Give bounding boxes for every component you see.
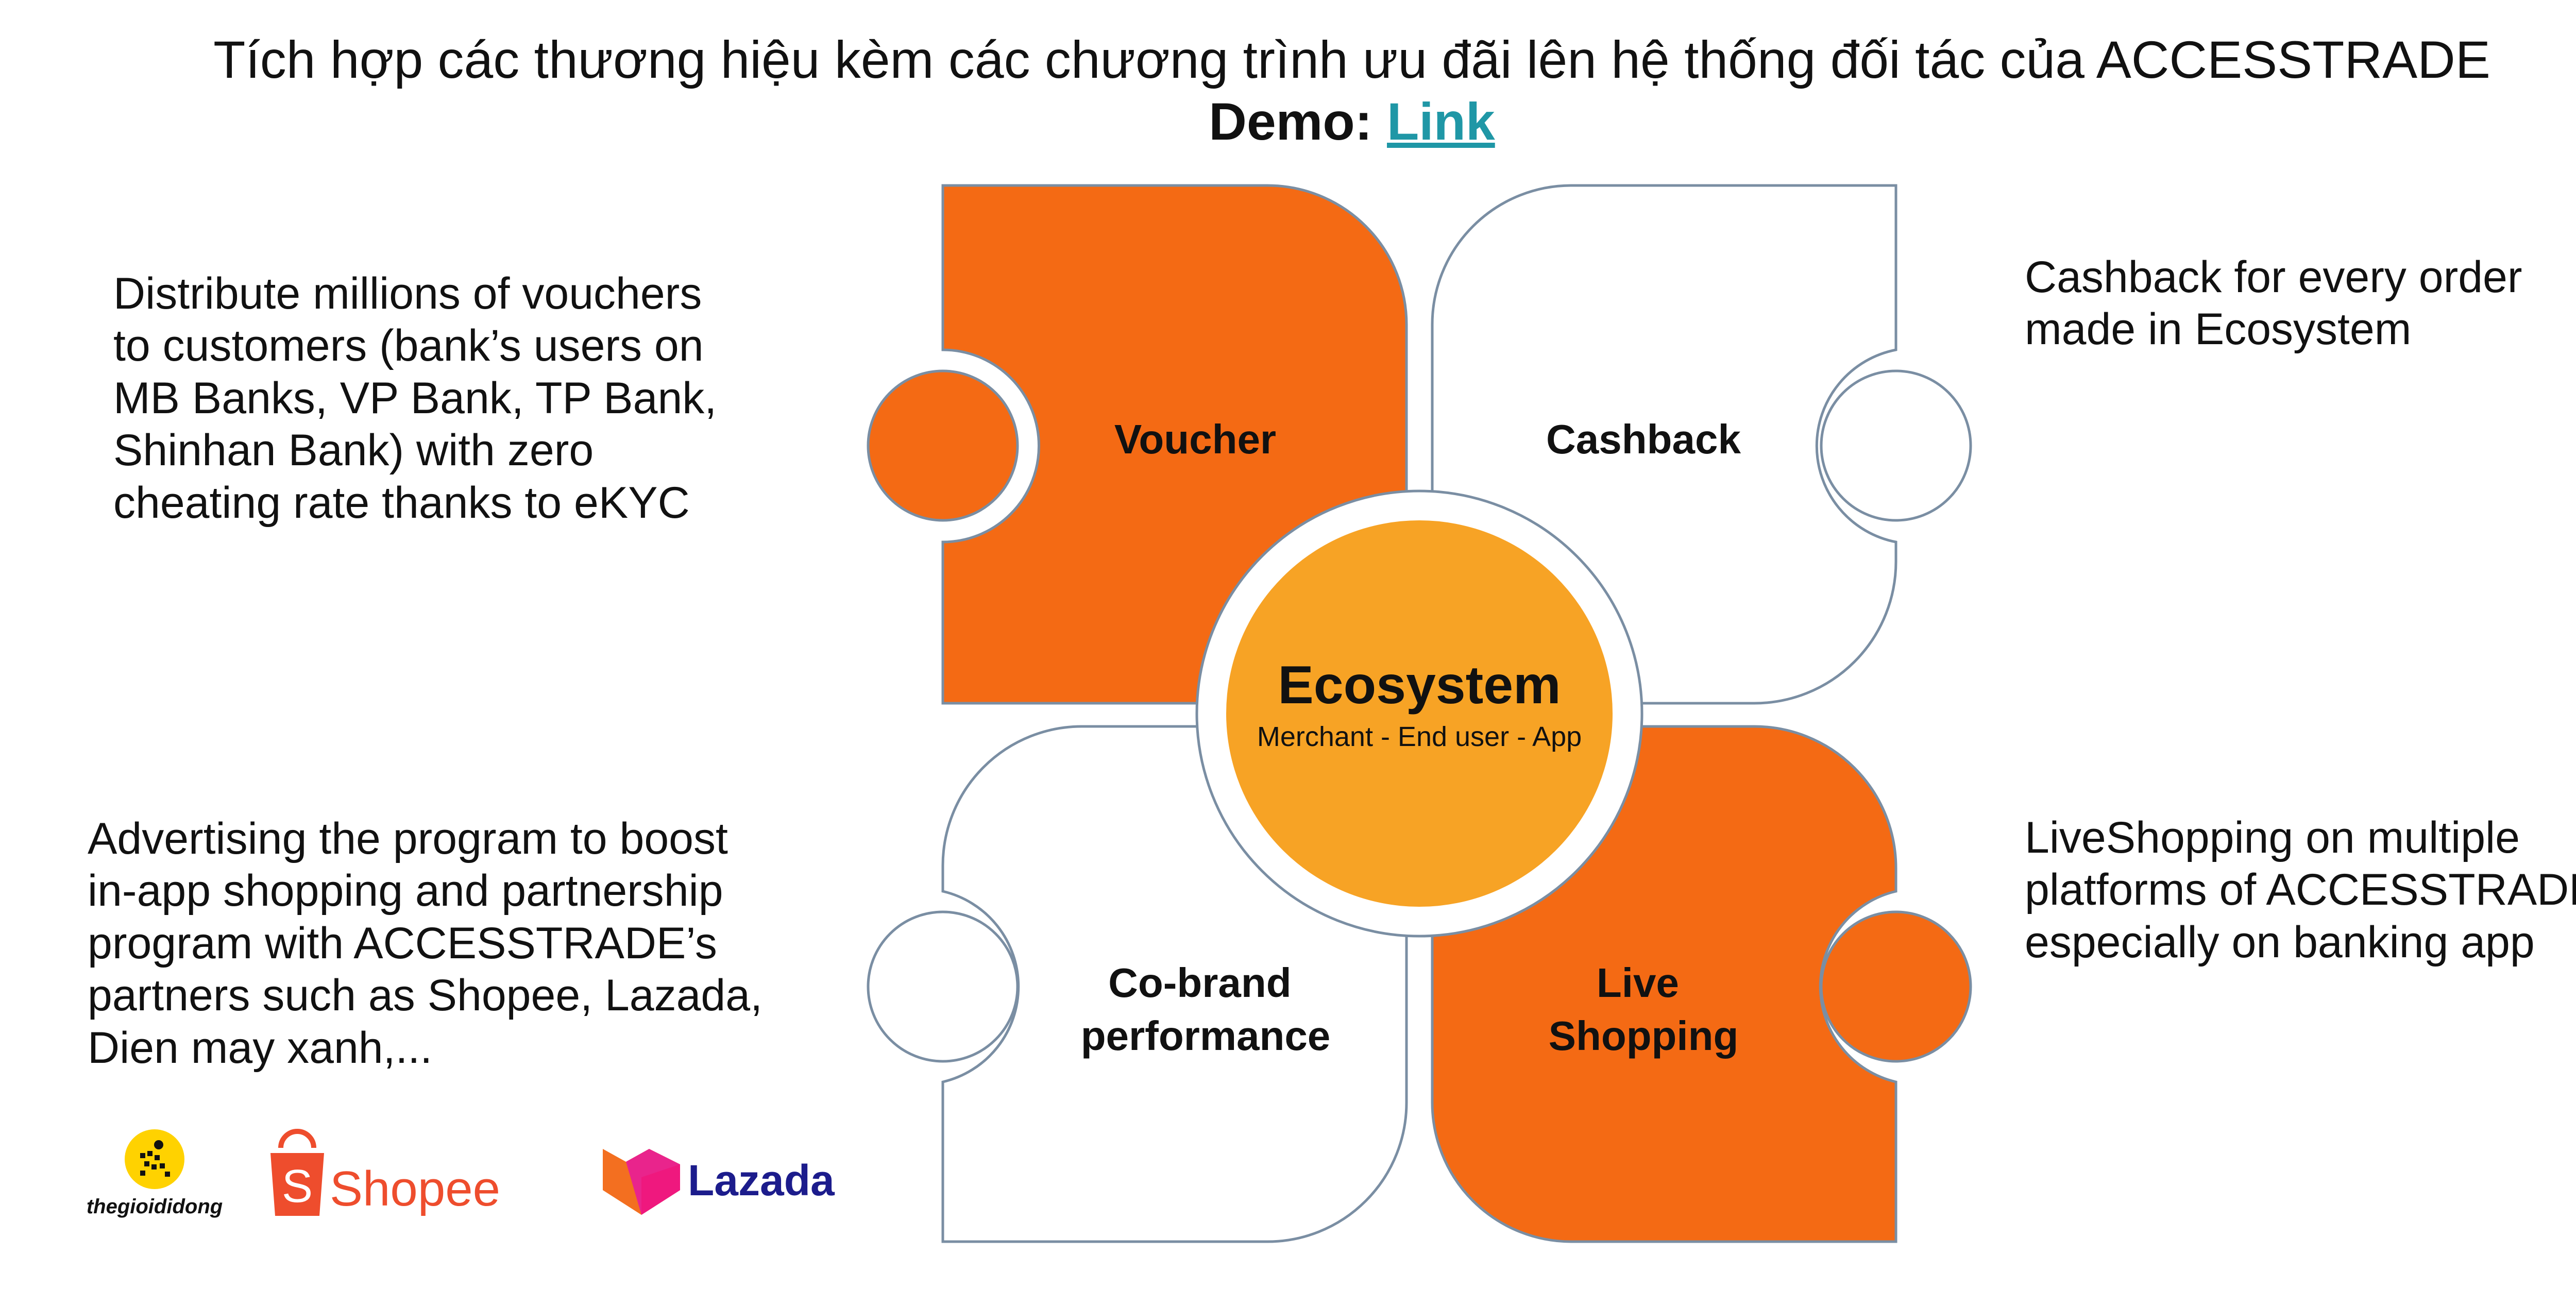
voucher-node [867,369,1019,522]
demo-line: Demo: Link [0,92,2576,152]
demo-link[interactable]: Link [1387,92,1495,151]
lazada-logo: Lazada [603,1149,835,1215]
live-shopping-node [1820,910,1972,1063]
partner-logos: thegioididong S Shopee Lazada [87,1129,835,1218]
ecosystem-title: Ecosystem [1278,655,1561,715]
shopee-logo: S Shopee [270,1129,500,1216]
cobrand-node [867,910,1019,1063]
live-label-line1: Live [1597,960,1679,1006]
cobrand-label-line1: Co-brand [1108,960,1292,1006]
live-label-line2: Shopping [1549,1013,1739,1059]
voucher-description: Distribute millions of vouchers to custo… [113,269,717,528]
cobrand-label-line2: performance [1081,1013,1331,1059]
live-shopping-description: LiveShopping on multiple platforms of AC… [2025,813,2576,967]
thegioididong-logo: thegioididong [87,1129,223,1218]
voucher-label: Voucher [1114,416,1276,462]
cobrand-label: Co-brand performance [1081,960,1331,1059]
ecosystem-circle [1226,520,1613,907]
demo-label: Demo: [1209,92,1372,151]
ecosystem-subtitle: Merchant - End user - App [1257,721,1582,752]
cobrand-description: Advertising the program to boost in-app … [88,814,762,1073]
lazada-text: Lazada [688,1156,835,1205]
page-title: Tích hợp các thương hiệu kèm các chương … [213,30,2490,89]
cashback-description: Cashback for every order made in Ecosyst… [2025,252,2522,354]
live-shopping-label: Live Shopping [1549,960,1739,1059]
cashback-label: Cashback [1546,416,1741,462]
cashback-node [1820,369,1972,522]
shopee-text: Shopee [330,1161,500,1216]
thegioididong-text: thegioididong [87,1195,223,1218]
shopee-glyph: S [282,1161,313,1212]
